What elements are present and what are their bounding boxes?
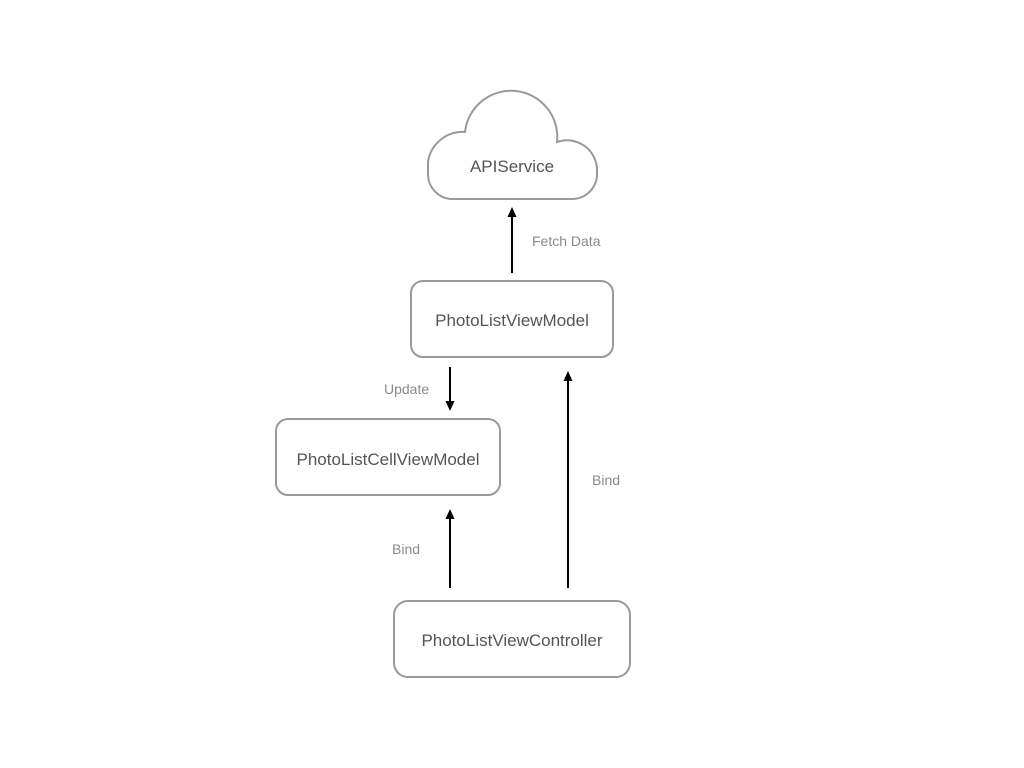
fetch-data-arrow-head (507, 207, 517, 217)
bind-view-model-label: Bind (592, 472, 620, 488)
cloud-shape (427, 89, 598, 200)
photo-list-view-controller-box (393, 600, 631, 678)
bind-view-model-arrow-head (563, 371, 573, 381)
photo-list-view-model-label: PhotoListViewModel (435, 311, 589, 330)
photo-list-view-model-node: PhotoListViewModel (410, 280, 614, 358)
bind-cell-label: Bind (392, 541, 420, 557)
photo-list-cell-view-model-label: PhotoListCellViewModel (296, 450, 479, 469)
photo-list-view-controller-node: PhotoListViewController (393, 600, 631, 678)
fetch-data-arrow (507, 207, 517, 273)
photo-list-cell-view-model-box (275, 418, 501, 496)
photo-list-cell-view-model-node: PhotoListCellViewModel (275, 418, 501, 496)
api-service-label: APIService (470, 157, 554, 176)
bind-cell-arrow-head (445, 509, 455, 519)
update-arrow (445, 367, 455, 411)
photo-list-view-model-box (410, 280, 614, 358)
fetch-data-label: Fetch Data (532, 233, 601, 249)
photo-list-view-controller-label: PhotoListViewController (421, 631, 602, 650)
bind-cell-arrow (445, 509, 455, 588)
update-arrow-head (445, 401, 455, 411)
api-service-node: APIService (427, 89, 598, 200)
bind-view-model-arrow (563, 371, 573, 588)
update-label: Update (384, 381, 429, 397)
